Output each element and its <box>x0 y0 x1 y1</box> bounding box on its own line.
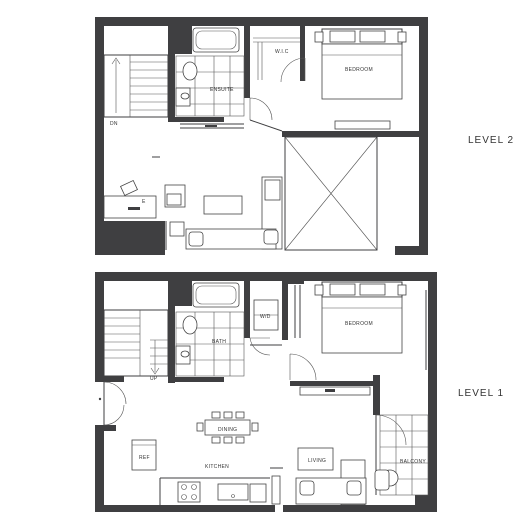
level2-desk <box>103 156 160 219</box>
level1-wall-bedroom-bottom <box>290 381 373 386</box>
level1-fridge <box>131 439 157 471</box>
level1-bath-fixtures <box>175 282 245 377</box>
level2-wall-bath-left <box>168 26 192 54</box>
level1-wall-left-bottom <box>95 425 104 512</box>
level1-entry-marker <box>98 397 102 401</box>
level2-wall-ensuite-left <box>168 22 175 120</box>
level1-wall-bath-right <box>244 278 250 338</box>
level1-wall-bottom-right <box>415 495 437 512</box>
level2-bedroom-label: BEDROOM <box>345 67 373 73</box>
level1-title: LEVEL 1 <box>458 388 504 399</box>
level1-bedroom-label: BEDROOM <box>345 321 373 327</box>
level1-stair <box>103 309 169 377</box>
level2-wic <box>253 37 306 83</box>
level2-title: LEVEL 2 <box>468 135 514 146</box>
level2-lounge <box>164 176 283 250</box>
level1-entry-door <box>103 381 127 426</box>
level2-wic-label: W.I.C <box>275 49 289 55</box>
level2-wall-bottom-left <box>95 221 165 255</box>
level-2-plan: DN ENSUITE <box>95 17 428 255</box>
level1-balcony <box>374 414 429 496</box>
level1-bath-label: BATH <box>212 339 226 345</box>
level2-desk-marker: E <box>142 199 146 205</box>
level2-stair <box>103 54 169 118</box>
level2-ensuite-door <box>249 97 273 121</box>
level1-living-furniture <box>270 447 415 512</box>
level1-wall-stair <box>104 376 124 382</box>
level2-wall-wic-right <box>300 26 305 81</box>
level1-dining-set <box>196 411 259 444</box>
level-1-plan: UP BATH W/D <box>95 272 437 512</box>
level1-wall-bottom <box>95 505 165 512</box>
level1-wall-balcony <box>373 375 380 415</box>
level2-ensuite-label: ENSUITE <box>210 87 234 93</box>
level1-stair-up-label: UP <box>150 376 158 382</box>
level2-wall-ensuite-bottom <box>168 117 224 122</box>
level1-wall-bath-left <box>168 278 175 383</box>
level1-wall-left-top <box>95 272 104 382</box>
level2-wall-bottom-right <box>395 246 428 255</box>
level1-wall-top <box>95 272 435 281</box>
level2-ensuite-fixtures <box>175 27 245 129</box>
level1-wall-right <box>428 272 437 512</box>
level1-bath-door <box>249 337 271 356</box>
level1-wall-bath-bottom <box>168 377 224 382</box>
level1-kitchen-label: KITCHEN <box>205 464 229 470</box>
level2-stair-dn-label: DN <box>110 121 118 127</box>
level1-wd-label: W/D <box>260 314 271 320</box>
level1-wall-tub <box>168 278 192 306</box>
level1-fridge-label: REF <box>139 455 150 461</box>
level1-dishwasher <box>249 483 267 503</box>
level2-wall-bedroom-bottom <box>282 131 428 137</box>
level2-wall-left <box>95 17 104 255</box>
level1-wall-wd <box>282 278 288 340</box>
level1-living-label: LIVING <box>308 458 326 464</box>
level1-kitchen-counter <box>159 477 275 512</box>
level1-washer-dryer <box>253 299 279 331</box>
level1-wall-kitchen <box>104 425 116 431</box>
level2-open-to-below <box>284 136 425 251</box>
level2-bedroom-furniture <box>314 28 425 130</box>
level1-wall-bedroom-left <box>282 278 304 284</box>
level1-balcony-label: BALCONY <box>400 459 426 465</box>
level2-wall-top <box>95 17 428 26</box>
level1-bedroom-furniture <box>289 281 427 396</box>
level2-wall-ensuite-mid <box>244 26 250 98</box>
level1-dining-label: DINING <box>218 427 237 433</box>
